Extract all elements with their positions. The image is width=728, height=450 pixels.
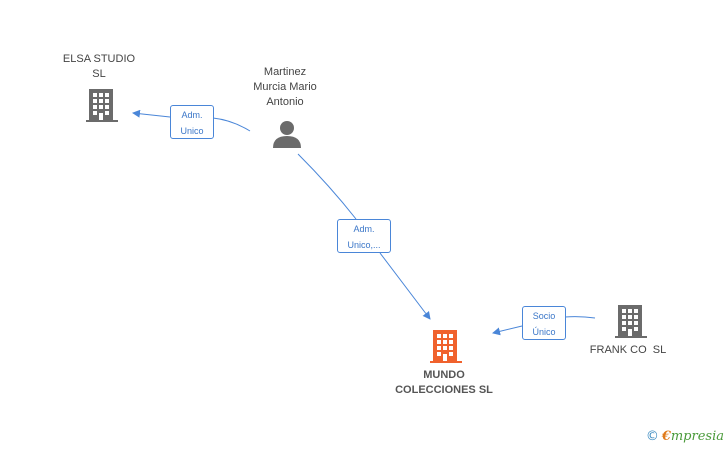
frank-label-line1: FRANK CO SL <box>589 344 667 356</box>
relation-adm-unico-mundo[interactable]: Adm. Unico,... <box>337 219 391 253</box>
martinez-label[interactable]: Martinez Murcia Mario Antonio <box>238 65 332 110</box>
edge-martinez-mundo <box>297 153 430 319</box>
mundo-label-line1: MUNDO <box>423 369 465 381</box>
relation-line2: Unico,... <box>347 240 381 250</box>
relation-socio-unico[interactable]: Socio Único <box>522 306 566 340</box>
relation-line2: Único <box>532 327 556 337</box>
martinez-label-line1: Martinez <box>263 66 307 78</box>
relation-line1: Adm. <box>181 110 203 120</box>
relation-line2: Unico <box>180 126 204 136</box>
edge-martinez-elsa <box>133 113 251 132</box>
relation-line1: Socio <box>532 311 556 321</box>
building-icon[interactable] <box>86 87 118 123</box>
building-icon-highlighted[interactable] <box>430 328 462 364</box>
martinez-label-line2: Murcia Mario <box>253 81 317 93</box>
martinez-label-line3: Antonio <box>266 96 304 108</box>
elsa-studio-label-line2: SL <box>92 68 106 80</box>
mundo-label-line2: COLECCIONES SL <box>395 384 493 396</box>
empresia-watermark: ©€mpresia <box>646 429 724 444</box>
person-icon[interactable] <box>272 119 302 149</box>
mundo-colecciones-label[interactable]: MUNDO COLECCIONES SL <box>386 368 502 398</box>
relation-adm-unico-elsa[interactable]: Adm. Unico <box>170 105 214 139</box>
brand-e: € <box>661 429 671 444</box>
frank-co-label[interactable]: FRANK CO SL <box>584 343 672 358</box>
brand-rest: mpresia <box>670 429 724 444</box>
edge-frank-mundo <box>493 316 596 333</box>
copyright-symbol: © <box>645 429 659 444</box>
elsa-studio-label[interactable]: ELSA STUDIO SL <box>58 52 140 82</box>
building-icon[interactable] <box>615 303 647 339</box>
elsa-studio-label-line1: ELSA STUDIO <box>62 53 136 65</box>
relation-line1: Adm. <box>353 224 375 234</box>
